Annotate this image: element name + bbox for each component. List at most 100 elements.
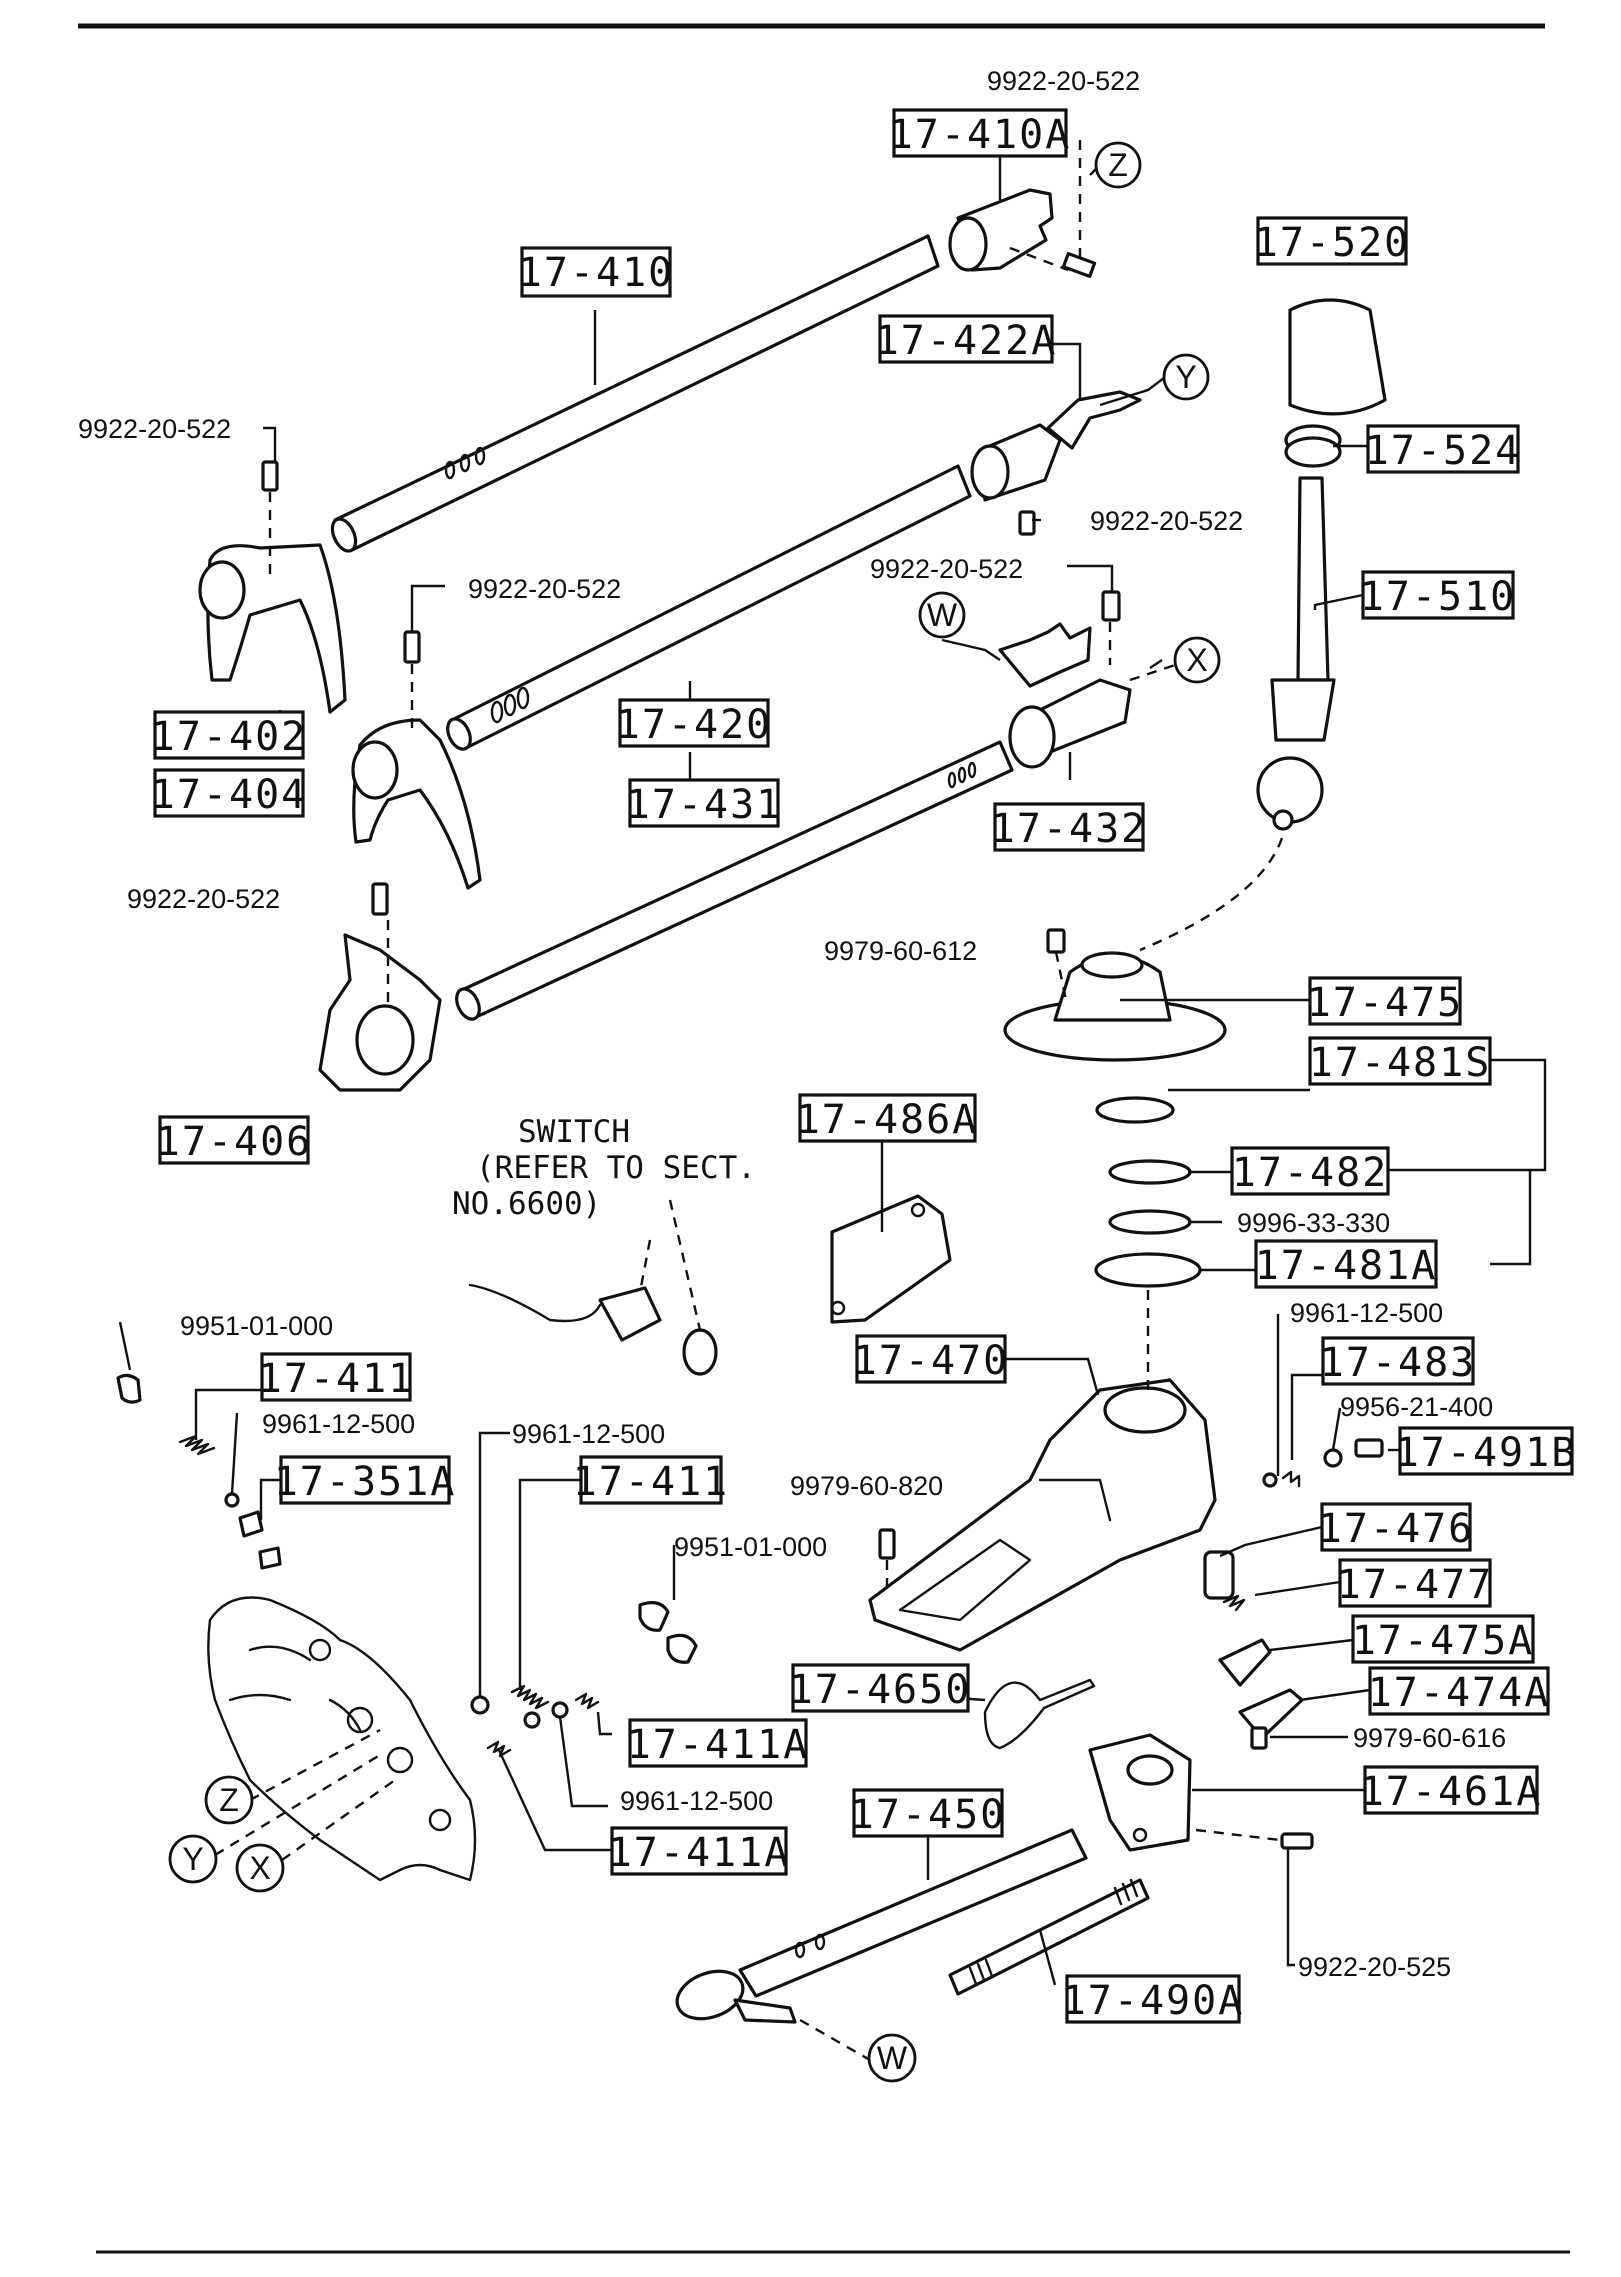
callout-17-486A[interactable]: 17-486A xyxy=(796,1093,979,1143)
callout-17-411-upper[interactable]: 17-411 xyxy=(258,1352,415,1402)
pn-9956-21-400: 9956-21-400 xyxy=(1340,1392,1493,1422)
svg-text:Y: Y xyxy=(182,1841,203,1877)
callout-17-524[interactable]: 17-524 xyxy=(1365,424,1522,474)
svg-text:17-411A: 17-411A xyxy=(627,1722,810,1768)
callout-17-474A[interactable]: 17-474A xyxy=(1368,1666,1551,1716)
leader-lines xyxy=(118,122,1547,1986)
ref-dashed-lines xyxy=(214,1728,396,1861)
callout-17-483[interactable]: 17-483 xyxy=(1320,1336,1477,1386)
svg-text:17-410A: 17-410A xyxy=(889,112,1072,158)
callout-17-402[interactable]: 17-402 xyxy=(151,710,308,760)
svg-text:X: X xyxy=(249,1850,270,1886)
svg-text:17-482: 17-482 xyxy=(1232,1150,1389,1196)
bracket-17-461A xyxy=(1088,1733,1192,1852)
svg-text:17-410: 17-410 xyxy=(518,250,675,296)
svg-text:17-450: 17-450 xyxy=(850,1792,1007,1838)
svg-text:17-470: 17-470 xyxy=(853,1338,1010,1384)
callout-17-4650[interactable]: 17-4650 xyxy=(789,1663,972,1713)
switch-component xyxy=(468,1199,718,1376)
shift-collar-17-432 xyxy=(998,622,1132,769)
callout-17-481S[interactable]: 17-481S xyxy=(1308,1036,1492,1086)
pn-9961-12-500-a: 9961-12-500 xyxy=(262,1409,415,1439)
callout-17-491B[interactable]: 17-491B xyxy=(1395,1426,1578,1476)
roll-pins xyxy=(261,460,1121,916)
svg-text:17-351A: 17-351A xyxy=(274,1459,457,1505)
pn-9961-12-500-b: 9961-12-500 xyxy=(512,1419,665,1449)
bolt-9979-60-616 xyxy=(1250,1726,1268,1750)
plate-17-474A xyxy=(1238,1688,1304,1740)
callout-17-482[interactable]: 17-482 xyxy=(1230,1146,1390,1196)
callout-17-475[interactable]: 17-475 xyxy=(1307,976,1464,1026)
callout-17-406[interactable]: 17-406 xyxy=(156,1115,313,1165)
pn-9922-20-522-left: 9922-20-522 xyxy=(78,414,231,444)
svg-text:17-402: 17-402 xyxy=(151,714,308,760)
pn-9922-20-522-406: 9922-20-522 xyxy=(127,884,280,914)
pn-9922-20-522-mid: 9922-20-522 xyxy=(468,574,621,604)
shift-rod-17-410 xyxy=(330,234,940,553)
svg-text:17-411A: 17-411A xyxy=(608,1830,791,1876)
callout-17-411-lower[interactable]: 17-411 xyxy=(573,1455,730,1505)
svg-text:17-483: 17-483 xyxy=(1320,1340,1477,1386)
callout-17-461A[interactable]: 17-461A xyxy=(1360,1765,1543,1815)
callout-17-476[interactable]: 17-476 xyxy=(1318,1502,1475,1552)
pn-9979-60-612: 9979-60-612 xyxy=(824,936,977,966)
svg-text:(REFER TO SECT.: (REFER TO SECT. xyxy=(476,1150,756,1186)
callout-17-510[interactable]: 17-510 xyxy=(1360,570,1517,620)
shift-end-17-422A xyxy=(970,390,1142,502)
callout-17-432[interactable]: 17-432 xyxy=(991,802,1148,852)
ref-w-top: W xyxy=(918,591,966,639)
callout-17-431[interactable]: 17-431 xyxy=(626,778,783,828)
callout-17-470[interactable]: 17-470 xyxy=(853,1334,1010,1384)
svg-text:17-411: 17-411 xyxy=(573,1459,730,1505)
ref-x-bottom: X xyxy=(235,1843,285,1893)
shift-fork-17-404 xyxy=(351,718,482,890)
transmission-case-fragment xyxy=(207,1596,477,1882)
callout-17-351A[interactable]: 17-351A xyxy=(274,1455,457,1505)
callout-17-475A[interactable]: 17-475A xyxy=(1351,1614,1535,1664)
svg-text:17-481A: 17-481A xyxy=(1255,1243,1438,1289)
shift-fork-17-406 xyxy=(318,920,442,1092)
spring-17-477 xyxy=(1222,1594,1246,1612)
svg-text:X: X xyxy=(1186,642,1207,678)
pn-9951-01-000-mid: 9951-01-000 xyxy=(674,1532,827,1562)
callout-17-411A-lower[interactable]: 17-411A xyxy=(608,1826,791,1876)
callout-17-422A[interactable]: 17-422A xyxy=(875,314,1058,364)
pn-9979-60-820: 9979-60-820 xyxy=(790,1471,943,1501)
svg-text:Z: Z xyxy=(1108,147,1128,183)
detent-balls-springs-lower xyxy=(470,1684,600,1758)
pn-9961-12-500-c: 9961-12-500 xyxy=(620,1786,773,1816)
callout-17-404[interactable]: 17-404 xyxy=(151,768,308,818)
pn-9922-20-522-422: 9922-20-522 xyxy=(1090,506,1243,536)
callout-17-477[interactable]: 17-477 xyxy=(1337,1558,1494,1608)
svg-text:Z: Z xyxy=(219,1782,239,1818)
gear-housing-17-470 xyxy=(868,1290,1217,1652)
piston-17-476 xyxy=(1203,1550,1235,1600)
callout-17-410[interactable]: 17-410 xyxy=(518,246,675,298)
shift-fork-17-402 xyxy=(198,543,347,714)
callout-17-481A[interactable]: 17-481A xyxy=(1254,1239,1438,1289)
plate-17-475A xyxy=(1218,1638,1272,1687)
svg-text:17-461A: 17-461A xyxy=(1360,1769,1543,1815)
callout-17-450[interactable]: 17-450 xyxy=(850,1788,1007,1838)
svg-text:17-476: 17-476 xyxy=(1318,1506,1475,1552)
part-number-labels: 9922-20-522 9922-20-522 9922-20-522 9922… xyxy=(78,66,1506,1982)
svg-text:17-490A: 17-490A xyxy=(1062,1978,1245,2024)
svg-text:17-422A: 17-422A xyxy=(875,318,1058,364)
spring-17-411-left xyxy=(178,1434,282,1570)
plugs-9951-01-000 xyxy=(116,1373,698,1664)
svg-text:17-510: 17-510 xyxy=(1360,574,1517,620)
callout-17-411A-upper[interactable]: 17-411A xyxy=(627,1718,810,1768)
svg-text:17-411: 17-411 xyxy=(258,1356,415,1402)
bolt-9979-60-820 xyxy=(878,1528,896,1592)
callout-17-490A[interactable]: 17-490A xyxy=(1062,1974,1245,2024)
pn-9979-60-616: 9979-60-616 xyxy=(1353,1723,1506,1753)
svg-text:17-481S: 17-481S xyxy=(1309,1040,1492,1086)
callout-17-410A[interactable]: 17-410A xyxy=(889,108,1072,158)
pn-9951-01-000-left: 9951-01-000 xyxy=(180,1311,333,1341)
shift-knob-17-520 xyxy=(1288,298,1387,416)
svg-text:17-524: 17-524 xyxy=(1365,428,1522,474)
callout-17-420[interactable]: 17-420 xyxy=(616,698,773,748)
callout-17-520[interactable]: 17-520 xyxy=(1254,216,1411,266)
knob-ring-17-524 xyxy=(1284,424,1342,468)
